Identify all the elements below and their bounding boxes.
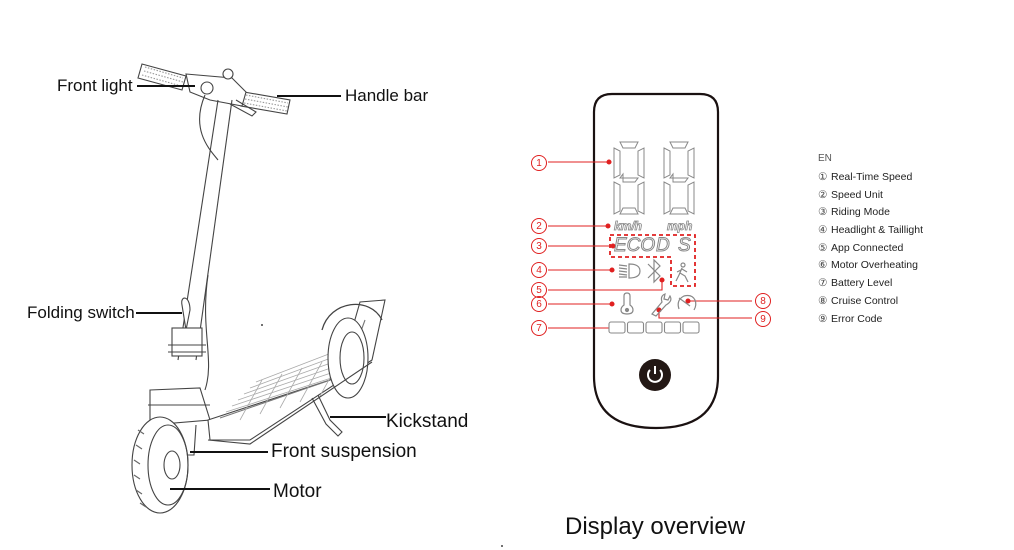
legend-label: Riding Mode — [831, 206, 890, 219]
speed-unit-mph: mph — [667, 219, 693, 234]
label-motor: Motor — [273, 481, 322, 502]
digit-segment — [669, 172, 689, 183]
digit-segment — [687, 147, 695, 179]
callout-dot-5 — [659, 277, 665, 283]
legend-label: Speed Unit — [831, 188, 883, 201]
digit-segment — [663, 181, 671, 215]
legend-number: ⑧ — [818, 294, 828, 307]
digit-segment — [619, 172, 639, 183]
callout-dot-2 — [605, 223, 611, 229]
legend-label: Real-Time Speed — [831, 171, 913, 183]
digit-segment — [637, 181, 645, 215]
wrench-icon — [651, 293, 672, 317]
callout-dot-3 — [610, 243, 616, 249]
mode-eco: ECO — [613, 235, 656, 257]
label-folding-switch: Folding switch — [27, 303, 135, 322]
callout-3: 3 — [531, 238, 547, 254]
kickstand-leader — [330, 416, 386, 418]
motor-leader — [170, 488, 270, 490]
callout-dot-1 — [606, 159, 612, 165]
speed-unit-kmh: km/h — [614, 219, 643, 234]
callout-8: 8 — [755, 293, 771, 309]
callout-1: 1 — [531, 155, 547, 171]
digit-segment — [669, 207, 689, 215]
legend-number: ⑥ — [818, 259, 828, 272]
handle-bar-leader — [277, 95, 341, 97]
legend-number: ④ — [818, 224, 828, 237]
callout-2: 2 — [531, 218, 547, 234]
folding-switch-leader — [136, 312, 182, 314]
battery-segment — [626, 321, 645, 334]
callout-dot-6 — [609, 301, 615, 307]
mode-s: S — [678, 235, 692, 257]
digit-segment — [619, 141, 639, 149]
callout-dot-8 — [685, 298, 691, 304]
legend-number: ② — [818, 188, 828, 201]
legend-label: Motor Overheating — [831, 259, 918, 272]
callout-9: 9 — [755, 311, 771, 327]
legend-language: EN — [818, 153, 832, 164]
mode-dashed-box — [609, 234, 696, 287]
battery-segment — [682, 321, 700, 334]
digit-segment — [663, 147, 671, 179]
label-kickstand: Kickstand — [386, 411, 469, 432]
digit-segment — [619, 207, 639, 215]
legend-number: ① — [818, 171, 828, 183]
label-handle-bar: Handle bar — [345, 86, 429, 105]
dot-mark — [261, 324, 263, 326]
dot-mark — [501, 545, 503, 547]
legend-label: Error Code — [831, 312, 883, 325]
power-icon — [647, 369, 663, 383]
battery-segment — [645, 321, 663, 334]
thermometer-icon — [620, 292, 634, 315]
legend-label: Battery Level — [831, 277, 893, 290]
front-suspension-leader — [190, 451, 268, 453]
digit-segment — [613, 181, 621, 215]
legend-number: ⑨ — [818, 312, 828, 325]
legend-number: ③ — [818, 206, 828, 219]
digit-segment — [687, 181, 695, 215]
legend-number: ⑤ — [818, 241, 828, 254]
battery-segment — [608, 321, 626, 334]
left-grip — [137, 63, 187, 91]
digit-segment — [613, 147, 621, 179]
front-light-leader — [137, 85, 195, 87]
legend-label: App Connected — [831, 241, 904, 254]
callout-7: 7 — [531, 320, 547, 336]
callout-4: 4 — [531, 262, 547, 278]
bluetooth-icon — [647, 258, 661, 284]
walk-mode-icon — [675, 262, 689, 283]
label-front-suspension: Front suspension — [271, 441, 417, 462]
battery-segment — [663, 321, 682, 334]
digit-segment — [669, 141, 689, 149]
legend-number: ⑦ — [818, 277, 828, 290]
power-button — [639, 359, 671, 391]
display-overview-title: Display overview — [565, 513, 746, 540]
headlight-icon — [618, 263, 641, 279]
callout-6: 6 — [531, 296, 547, 312]
label-front-light: Front light — [57, 76, 133, 95]
legend-label: Headlight & Taillight — [831, 224, 924, 237]
cruise-control-icon — [677, 294, 697, 311]
callout-dot-4 — [609, 267, 615, 273]
legend-label: Cruise Control — [831, 294, 899, 307]
display-outline — [592, 92, 720, 430]
digit-segment — [637, 147, 645, 179]
mode-d: D — [656, 235, 671, 257]
